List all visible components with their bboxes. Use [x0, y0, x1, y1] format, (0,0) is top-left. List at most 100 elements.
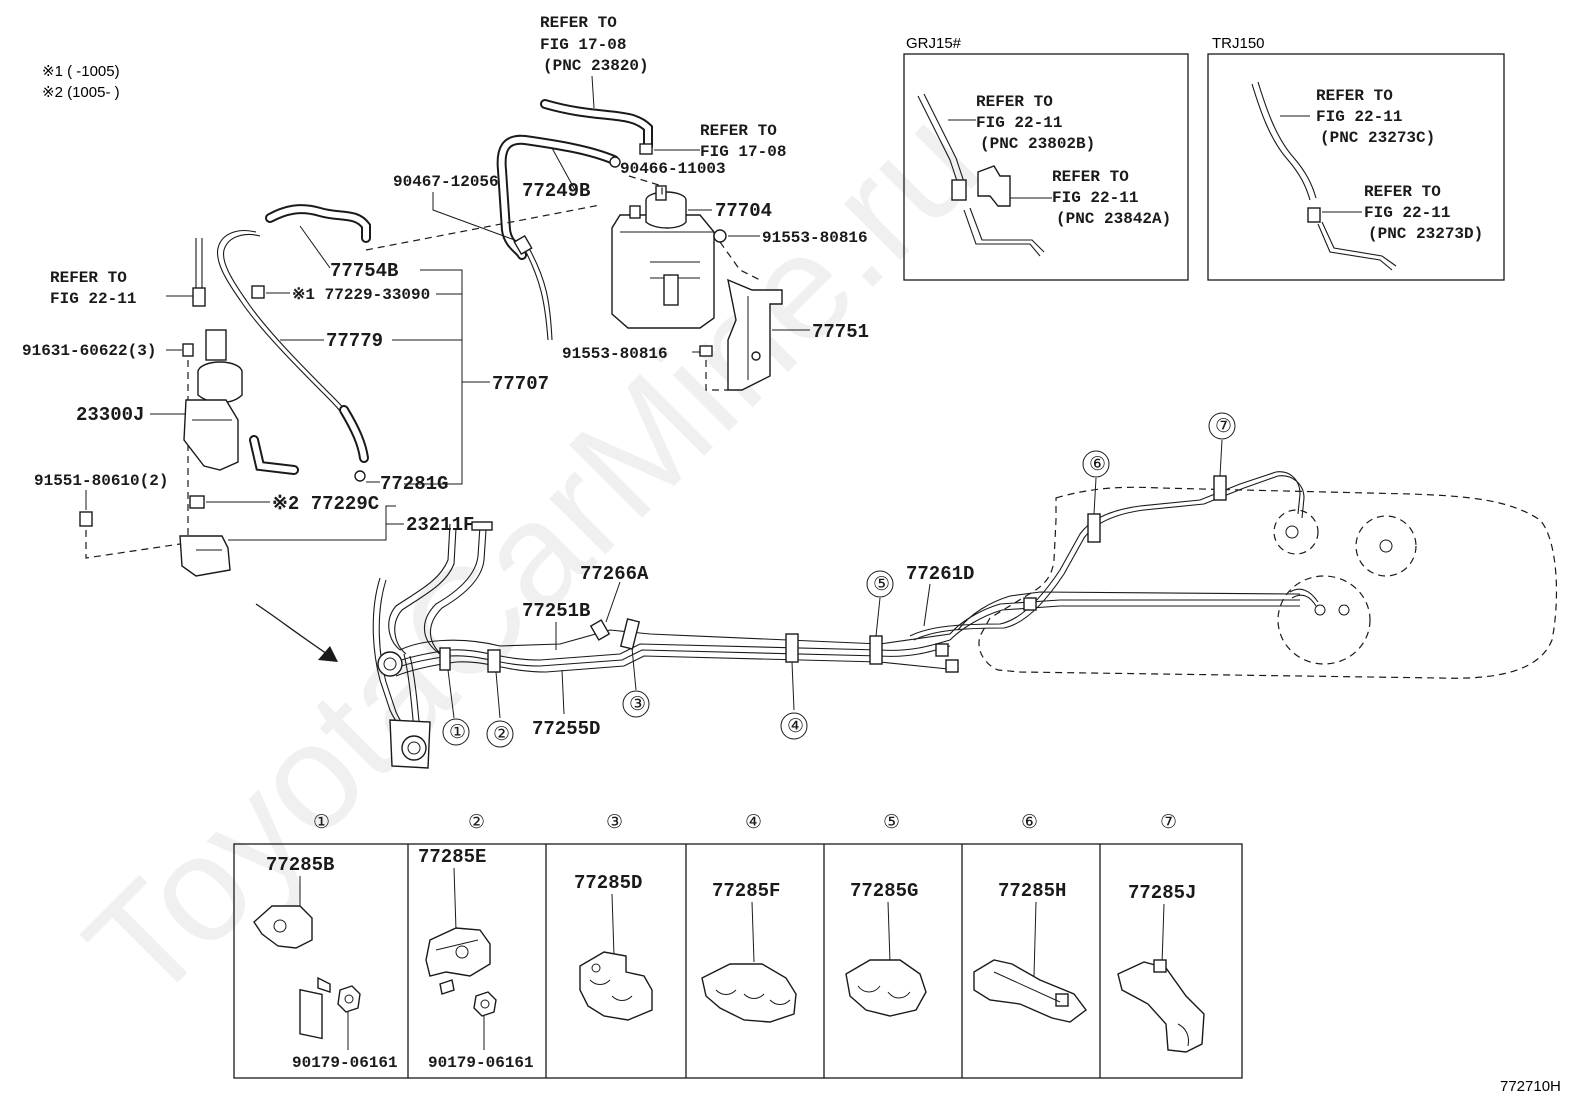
label-90467[interactable]: 90467-12056	[393, 173, 499, 191]
label-77281G[interactable]: 77281G	[380, 473, 448, 495]
table-marker-3[interactable]: ③	[606, 812, 623, 833]
grj-ref2-l1[interactable]: REFER TO	[1052, 168, 1129, 186]
label-77751[interactable]: 77751	[812, 321, 869, 343]
table-marker-6[interactable]: ⑥	[1021, 812, 1038, 833]
clamp-marker-shape-1[interactable]	[439, 647, 451, 671]
label-77704[interactable]: 77704	[715, 200, 772, 222]
bolt-91631[interactable]	[182, 343, 194, 357]
label-77285D[interactable]: 77285D	[574, 872, 642, 894]
clamp-77285D-shape[interactable]	[579, 951, 653, 1021]
dash-bolt-lower	[705, 360, 728, 391]
label-91553-upper[interactable]: 91553-80816	[762, 229, 868, 247]
trj-ref2-l2[interactable]: FIG 22-11	[1364, 204, 1450, 222]
nut-90179-cell1[interactable]	[337, 985, 361, 1013]
charcoal-canister[interactable]	[611, 185, 715, 329]
clip-77281G[interactable]	[354, 470, 366, 482]
ref-fig2211-left-l1[interactable]: REFER TO	[50, 269, 127, 287]
trj-ref2-l3[interactable]: (PNC 23273D)	[1368, 225, 1483, 243]
clamp-77285F-shape[interactable]	[701, 963, 797, 1023]
table-marker-2[interactable]: ②	[468, 812, 485, 833]
trj-ref1-l1[interactable]: REFER TO	[1316, 87, 1393, 105]
clamp-marker-shape-5[interactable]	[869, 635, 883, 665]
clamp-marker-shape-6[interactable]	[1087, 513, 1101, 543]
label-77707[interactable]: 77707	[492, 373, 549, 395]
label-77266A[interactable]: 77266A	[580, 563, 649, 585]
grj-sensor[interactable]	[977, 165, 1011, 207]
table-marker-5[interactable]: ⑤	[883, 812, 900, 833]
label-90179-cell2[interactable]: 90179-06161	[428, 1054, 534, 1072]
callout-4[interactable]: ④	[787, 716, 804, 737]
vsv-23300J[interactable]	[183, 329, 243, 471]
hose-clip-upper[interactable]	[639, 143, 653, 155]
connector-fig2211-left[interactable]	[192, 287, 206, 307]
label-91553-lower[interactable]: 91553-80816	[562, 345, 668, 363]
trj-ref1-l2[interactable]: FIG 22-11	[1316, 108, 1402, 126]
callout-3[interactable]: ③	[629, 694, 646, 715]
label-90466[interactable]: 90466-11003	[620, 160, 726, 178]
bolt-91551[interactable]	[79, 511, 93, 527]
callout-7[interactable]: ⑦	[1215, 416, 1232, 437]
trj-connector[interactable]	[1307, 207, 1321, 223]
label-77255D[interactable]: 77255D	[532, 718, 600, 740]
clip-77229C[interactable]	[189, 495, 205, 509]
nut-90179-cell2[interactable]	[473, 991, 497, 1017]
label-77285B[interactable]: 77285B	[266, 854, 334, 876]
label-77285G[interactable]: 77285G	[850, 880, 918, 902]
clip-77229-33090[interactable]	[251, 285, 265, 299]
clip-77266A-shape[interactable]	[589, 619, 611, 641]
bolt-91553-lower[interactable]	[699, 345, 713, 357]
label-77285E[interactable]: 77285E	[418, 846, 486, 868]
label-23300J[interactable]: 23300J	[76, 404, 144, 426]
table-marker-4[interactable]: ④	[745, 812, 762, 833]
label-77285H[interactable]: 77285H	[998, 880, 1066, 902]
grj-ref1-l2[interactable]: FIG 22-11	[976, 114, 1062, 132]
label-90179-cell1[interactable]: 90179-06161	[292, 1054, 398, 1072]
clamp-77285H-shape[interactable]	[973, 959, 1087, 1023]
trj-ref1-l3[interactable]: (PNC 23273C)	[1320, 129, 1435, 147]
label-77779[interactable]: 77779	[326, 330, 383, 352]
label-77285F[interactable]: 77285F	[712, 880, 780, 902]
label-77229C[interactable]: ※2 77229C	[272, 493, 379, 515]
label-77251B[interactable]: 77251B	[522, 600, 590, 622]
ref-fig1708-right-l1[interactable]: REFER TO	[700, 122, 777, 140]
label-77285J[interactable]: 77285J	[1128, 882, 1196, 904]
clip-90467[interactable]	[513, 234, 533, 256]
ref-fig1708-top-l3[interactable]: (PNC 23820)	[543, 57, 649, 75]
callout-6[interactable]: ⑥	[1089, 454, 1106, 475]
ref-fig1708-right-l2[interactable]: FIG 17-08	[700, 143, 786, 161]
label-77754B[interactable]: 77754B	[330, 260, 398, 282]
bracket-23211F[interactable]	[179, 535, 231, 577]
clamp-77285E-shape[interactable]	[425, 927, 491, 995]
callout-5[interactable]: ⑤	[873, 574, 890, 595]
table-marker-1[interactable]: ①	[313, 812, 330, 833]
ref-fig2211-left-l2[interactable]: FIG 22-11	[50, 290, 136, 308]
grj-ref1-l1[interactable]: REFER TO	[976, 93, 1053, 111]
label-77249B[interactable]: 77249B	[522, 180, 590, 202]
clamp-marker-shape-3[interactable]	[619, 618, 641, 650]
grj-ref2-l2[interactable]: FIG 22-11	[1052, 189, 1138, 207]
grj-ref1-l3[interactable]: (PNC 23802B)	[980, 135, 1095, 153]
clamp-77285G-shape[interactable]	[845, 959, 927, 1017]
clamp-marker-shape-7[interactable]	[1213, 475, 1227, 501]
hose-clip-90466[interactable]	[609, 156, 621, 168]
clamp-marker-shape-4[interactable]	[785, 633, 799, 663]
grj-ref2-l3[interactable]: (PNC 23842A)	[1056, 210, 1171, 228]
grj-connector[interactable]	[951, 179, 967, 201]
label-91551[interactable]: 91551-80610(2)	[34, 472, 168, 490]
clamp-marker-shape-2[interactable]	[487, 649, 501, 673]
label-23211F[interactable]: 23211F	[406, 514, 474, 536]
label-91631[interactable]: 91631-60622(3)	[22, 342, 156, 360]
note-2: ※2 (1005- )	[42, 84, 120, 101]
label-77261D[interactable]: 77261D	[906, 563, 974, 585]
ref-fig1708-top-l2[interactable]: FIG 17-08	[540, 36, 626, 54]
bolt-91553-upper[interactable]	[713, 229, 727, 243]
trj-ref2-l1[interactable]: REFER TO	[1364, 183, 1441, 201]
clamp-77285B-shape[interactable]	[253, 905, 331, 1040]
callout-2[interactable]: ②	[493, 724, 510, 745]
ref-fig1708-top-l1[interactable]: REFER TO	[540, 14, 617, 32]
label-77229-33090[interactable]: ※1 77229-33090	[292, 286, 430, 304]
canister-bracket[interactable]	[727, 278, 783, 391]
callout-1[interactable]: ①	[449, 722, 466, 743]
clamp-77285J-shape[interactable]	[1117, 959, 1205, 1053]
table-marker-7[interactable]: ⑦	[1160, 812, 1177, 833]
